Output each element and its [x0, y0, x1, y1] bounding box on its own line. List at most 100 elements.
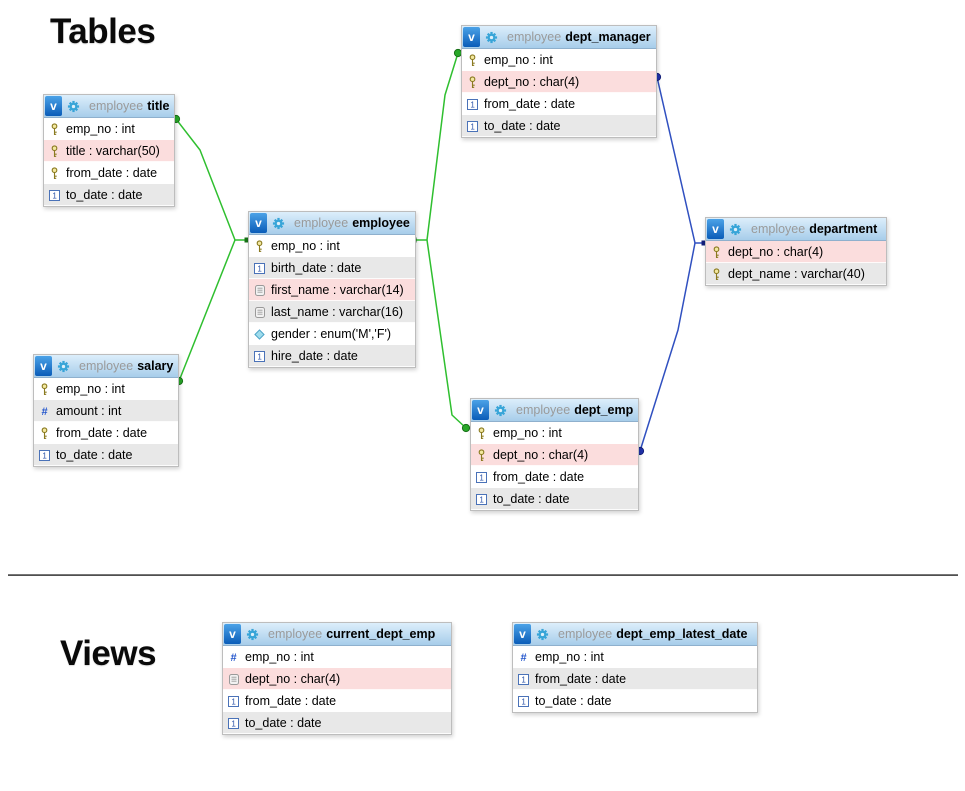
- column-row[interactable]: emp_no : int: [44, 118, 174, 140]
- v-badge-icon[interactable]: v: [35, 356, 52, 376]
- column-row[interactable]: dept_no : char(4): [462, 71, 656, 93]
- column-row[interactable]: #emp_no : int: [223, 646, 451, 668]
- date-icon: 1: [466, 98, 479, 110]
- column-label: from_date : date: [66, 166, 158, 180]
- date-icon: 1: [227, 717, 240, 729]
- column-row[interactable]: emp_no : int: [462, 49, 656, 71]
- gear-icon[interactable]: [729, 223, 742, 236]
- key-icon: [475, 448, 488, 462]
- schema-name: employee: [558, 627, 613, 641]
- column-label: first_name : varchar(14): [271, 283, 404, 297]
- column-row[interactable]: dept_no : char(4): [706, 241, 886, 263]
- svg-text:1: 1: [257, 264, 262, 273]
- column-row[interactable]: 1 to_date : date: [462, 115, 656, 137]
- column-row[interactable]: dept_no : char(4): [471, 444, 638, 466]
- schema-name: employee: [268, 627, 323, 641]
- column-row[interactable]: emp_no : int: [249, 235, 415, 257]
- v-badge-icon[interactable]: v: [514, 624, 531, 644]
- relation-endpoint: [701, 240, 707, 246]
- column-row[interactable]: 1 to_date : date: [34, 444, 178, 466]
- column-label: from_date : date: [535, 672, 627, 686]
- date-icon: 1: [475, 493, 488, 505]
- gear-icon[interactable]: [246, 628, 259, 641]
- column-label: title : varchar(50): [66, 144, 160, 158]
- svg-text:1: 1: [42, 451, 47, 460]
- relation-line-green: [178, 239, 236, 382]
- column-row[interactable]: dept_name : varchar(40): [706, 263, 886, 285]
- date-icon: 1: [466, 120, 479, 132]
- tables-heading: Tables: [50, 12, 156, 51]
- v-badge-icon[interactable]: v: [463, 27, 480, 47]
- column-label: hire_date : date: [271, 349, 358, 363]
- column-row[interactable]: first_name : varchar(14): [249, 279, 415, 301]
- v-badge-icon[interactable]: v: [45, 96, 62, 116]
- column-row[interactable]: 1 hire_date : date: [249, 345, 415, 367]
- gear-icon[interactable]: [57, 360, 70, 373]
- gear-icon[interactable]: [494, 404, 507, 417]
- column-row[interactable]: from_date : date: [44, 162, 174, 184]
- v-badge-icon[interactable]: v: [472, 400, 489, 420]
- date-icon: 1: [517, 673, 530, 685]
- column-label: emp_no : int: [66, 122, 135, 136]
- gear-icon[interactable]: [272, 217, 285, 230]
- column-row[interactable]: #amount : int: [34, 400, 178, 422]
- gear-icon[interactable]: [536, 628, 549, 641]
- gear-icon[interactable]: [67, 100, 80, 113]
- table-name: employee: [352, 216, 410, 230]
- column-row[interactable]: title : varchar(50): [44, 140, 174, 162]
- svg-text:1: 1: [257, 352, 262, 361]
- column-row[interactable]: emp_no : int: [34, 378, 178, 400]
- column-label: to_date : date: [484, 119, 561, 133]
- date-icon: 1: [475, 471, 488, 483]
- svg-text:1: 1: [521, 697, 526, 706]
- gear-icon[interactable]: [485, 31, 498, 44]
- column-row[interactable]: from_date : date: [34, 422, 178, 444]
- column-row[interactable]: gender : enum('M','F'): [249, 323, 415, 345]
- v-badge-icon[interactable]: v: [707, 219, 724, 239]
- column-row[interactable]: dept_no : char(4): [223, 668, 451, 690]
- column-row[interactable]: last_name : varchar(16): [249, 301, 415, 323]
- column-row[interactable]: emp_no : int: [471, 422, 638, 444]
- key-icon: [38, 426, 51, 440]
- v-badge-icon[interactable]: v: [224, 624, 241, 644]
- svg-text:1: 1: [470, 100, 475, 109]
- column-label: to_date : date: [56, 448, 133, 462]
- column-row[interactable]: #emp_no : int: [513, 646, 757, 668]
- column-label: emp_no : int: [271, 239, 340, 253]
- v-badge-icon[interactable]: v: [250, 213, 267, 233]
- num-icon: #: [517, 651, 530, 663]
- column-label: last_name : varchar(16): [271, 305, 404, 319]
- table-name: salary: [137, 359, 174, 373]
- schema-name: employee: [751, 222, 806, 236]
- num-icon: #: [227, 651, 240, 663]
- column-row[interactable]: 1 from_date : date: [513, 668, 757, 690]
- svg-text:1: 1: [231, 719, 236, 728]
- column-label: emp_no : int: [56, 382, 125, 396]
- key-icon: [48, 122, 61, 136]
